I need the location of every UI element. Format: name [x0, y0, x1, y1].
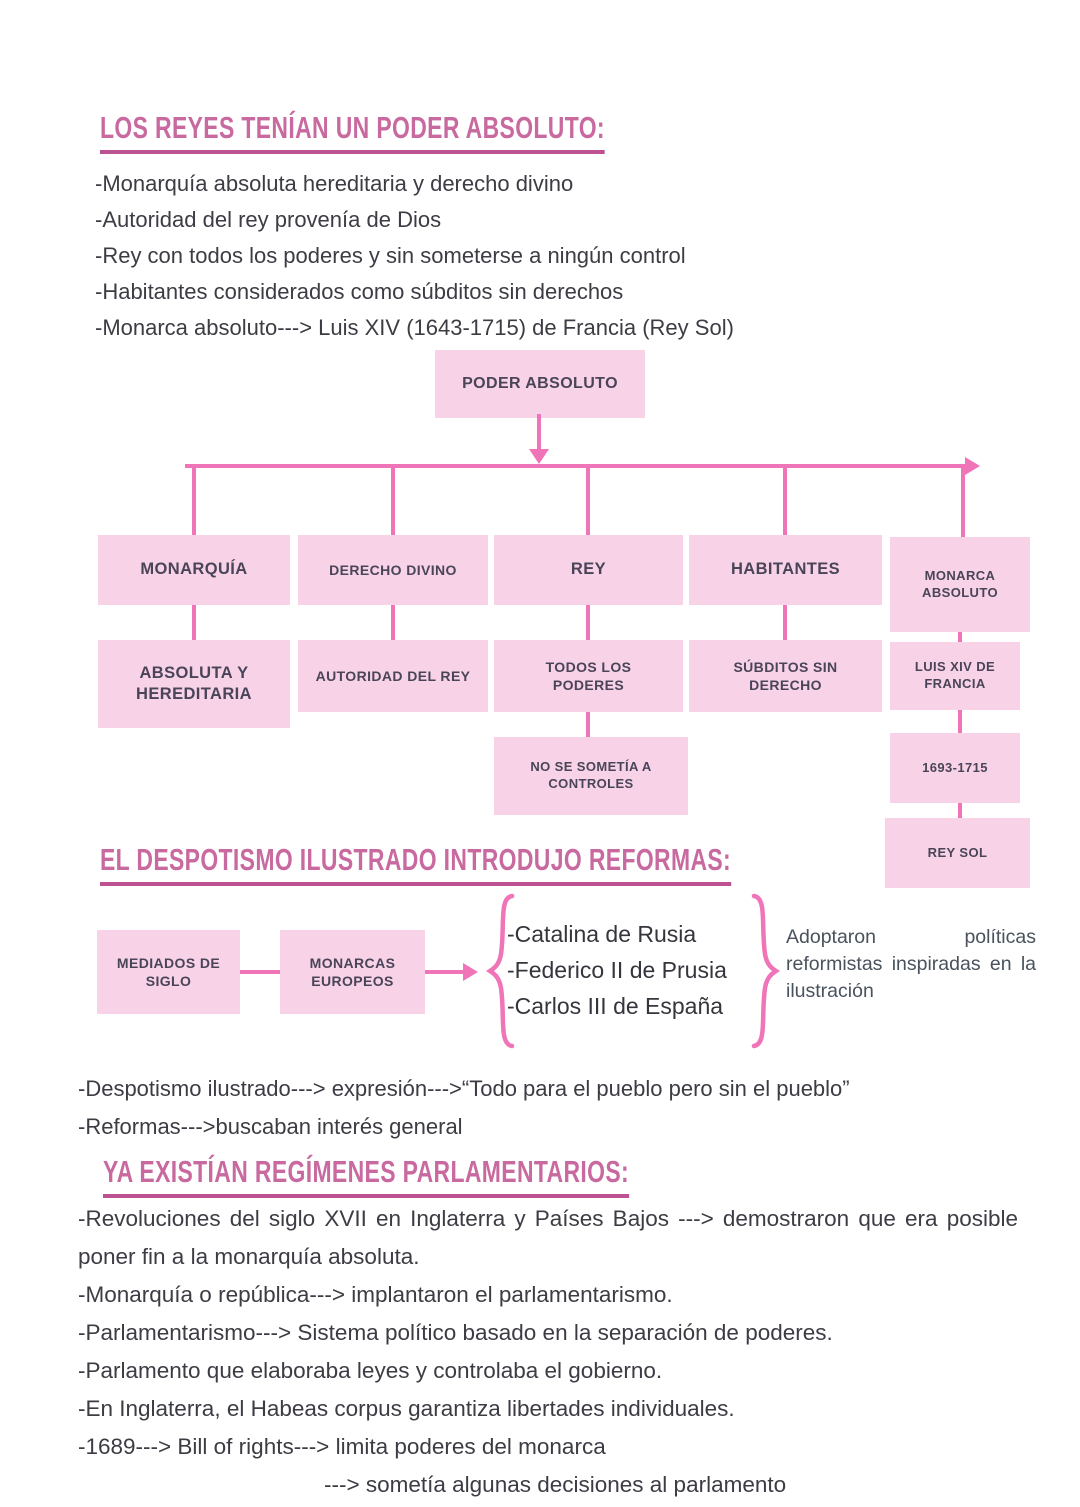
bullet-line: -Rey con todos los poderes y sin someter…	[95, 243, 686, 268]
reform-note: Adoptaron políticas reformistas inspirad…	[786, 926, 1036, 1002]
bullet-continuation-line: ---> sometía algunas decisiones al parla…	[324, 1472, 787, 1497]
connector-line	[586, 605, 590, 640]
connector-line	[586, 468, 590, 535]
bullet-line: -Parlamento que elaboraba leyes y contro…	[78, 1358, 663, 1383]
connector-line	[783, 605, 787, 640]
bullet-line: -En Inglaterra, el Habeas corpus garanti…	[78, 1396, 735, 1421]
connector-line	[961, 466, 965, 537]
flowchart-box-derecho-divino: DERECHO DIVINO	[298, 535, 488, 605]
bullet-line: -Monarquía o república---> implantaron e…	[78, 1282, 673, 1307]
flowchart-box-rey-sol: REY SOL	[885, 818, 1030, 888]
arrow-right-icon	[463, 963, 478, 981]
flowchart-box-monarcas-europeos: MONARCAS EUROPEOS	[280, 930, 425, 1014]
connector-line	[192, 468, 196, 535]
flowchart-box-monarca-absoluto: MONARCA ABSOLUTO	[890, 537, 1030, 632]
connector-line	[958, 632, 962, 642]
flowchart-box-monarquia: MONARQUÍA	[98, 535, 290, 605]
arrow-right-icon	[965, 457, 980, 475]
connector-line	[391, 605, 395, 640]
heading-regimenes: YA EXISTÍAN REGÍMENES PARLAMENTARIOS:	[103, 1154, 814, 1198]
flowchart-box-luis-xiv: LUIS XIV DE FRANCIA	[890, 642, 1020, 710]
flowchart-box-poder-absoluto: PODER ABSOLUTO	[435, 350, 645, 418]
bullet-line: -Monarquía absoluta hereditaria y derech…	[95, 171, 574, 196]
bullet-line: -Parlamentarismo---> Sistema político ba…	[78, 1320, 833, 1345]
flowchart-box-subditos-sin-derecho: SÚBDITOS SIN DERECHO	[689, 640, 882, 712]
flowchart-box-habitantes: HABITANTES	[689, 535, 882, 605]
arrow-down-icon	[529, 449, 549, 464]
connector-line	[958, 803, 962, 818]
monarch-item: -Carlos III de España	[507, 993, 724, 1019]
bullet-list-poder-absoluto: -Monarquía absoluta hereditaria y derech…	[95, 166, 734, 346]
connector-line	[240, 970, 280, 974]
heading-despotismo: EL DESPOTISMO ILUSTRADO INTRODUJO REFORM…	[100, 842, 953, 886]
heading-poder-absoluto: LOS REYES TENÍAN UN PODER ABSOLUTO:	[100, 110, 782, 154]
flowchart-box-todos-los-poderes: TODOS LOS PODERES	[494, 640, 683, 712]
right-brace-icon	[751, 893, 780, 1049]
monarch-item: -Federico II de Prusia	[507, 957, 727, 983]
connector-line	[425, 970, 463, 974]
heading-poder-absoluto-text: LOS REYES TENÍAN UN PODER ABSOLUTO:	[100, 110, 605, 154]
flowchart-box-rey: REY	[494, 535, 683, 605]
bullet-line: -Reformas--->buscaban interés general	[78, 1114, 463, 1139]
bullet-line: -Autoridad del rey provenía de Dios	[95, 207, 442, 232]
heading-regimenes-text: YA EXISTÍAN REGÍMENES PARLAMENTARIOS:	[103, 1154, 630, 1198]
connector-line	[192, 605, 196, 640]
connector-line	[586, 712, 590, 737]
heading-despotismo-text: EL DESPOTISMO ILUSTRADO INTRODUJO REFORM…	[100, 842, 732, 886]
bullet-line: -Despotismo ilustrado---> expresión--->“…	[78, 1076, 850, 1101]
connector-line	[783, 468, 787, 535]
left-brace-icon	[486, 893, 515, 1049]
bullet-line: -Monarca absoluto---> Luis XIV (1643-171…	[95, 315, 734, 340]
flowchart-box-no-se-sometia: NO SE SOMETÍA A CONTROLES	[494, 737, 688, 815]
monarch-item: -Catalina de Rusia	[507, 921, 697, 947]
flowchart-box-absoluta-hereditaria: ABSOLUTA Y HEREDITARIA	[98, 640, 290, 728]
connector-line	[537, 414, 541, 450]
bullet-list-regimenes: -Revoluciones del siglo XVII en Inglater…	[78, 1200, 1018, 1504]
bullet-line: -Revoluciones del siglo XVII en Inglater…	[78, 1206, 1018, 1269]
bullet-list-despotismo: -Despotismo ilustrado---> expresión--->“…	[78, 1070, 850, 1146]
connector-line	[391, 468, 395, 535]
connector-line	[958, 710, 962, 733]
bullet-line: -1689---> Bill of rights---> limita pode…	[78, 1434, 606, 1459]
flowchart-box-autoridad-del-rey: AUTORIDAD DEL REY	[298, 640, 488, 712]
connector-line	[185, 464, 965, 468]
monarch-list: -Catalina de Rusia -Federico II de Prusi…	[507, 916, 727, 1024]
bullet-line: -Habitantes considerados como súbditos s…	[95, 279, 624, 304]
flowchart-box-years: 1693-1715	[890, 733, 1020, 803]
flowchart-box-mediados-de-siglo: MEDIADOS DE SIGLO	[97, 930, 240, 1014]
